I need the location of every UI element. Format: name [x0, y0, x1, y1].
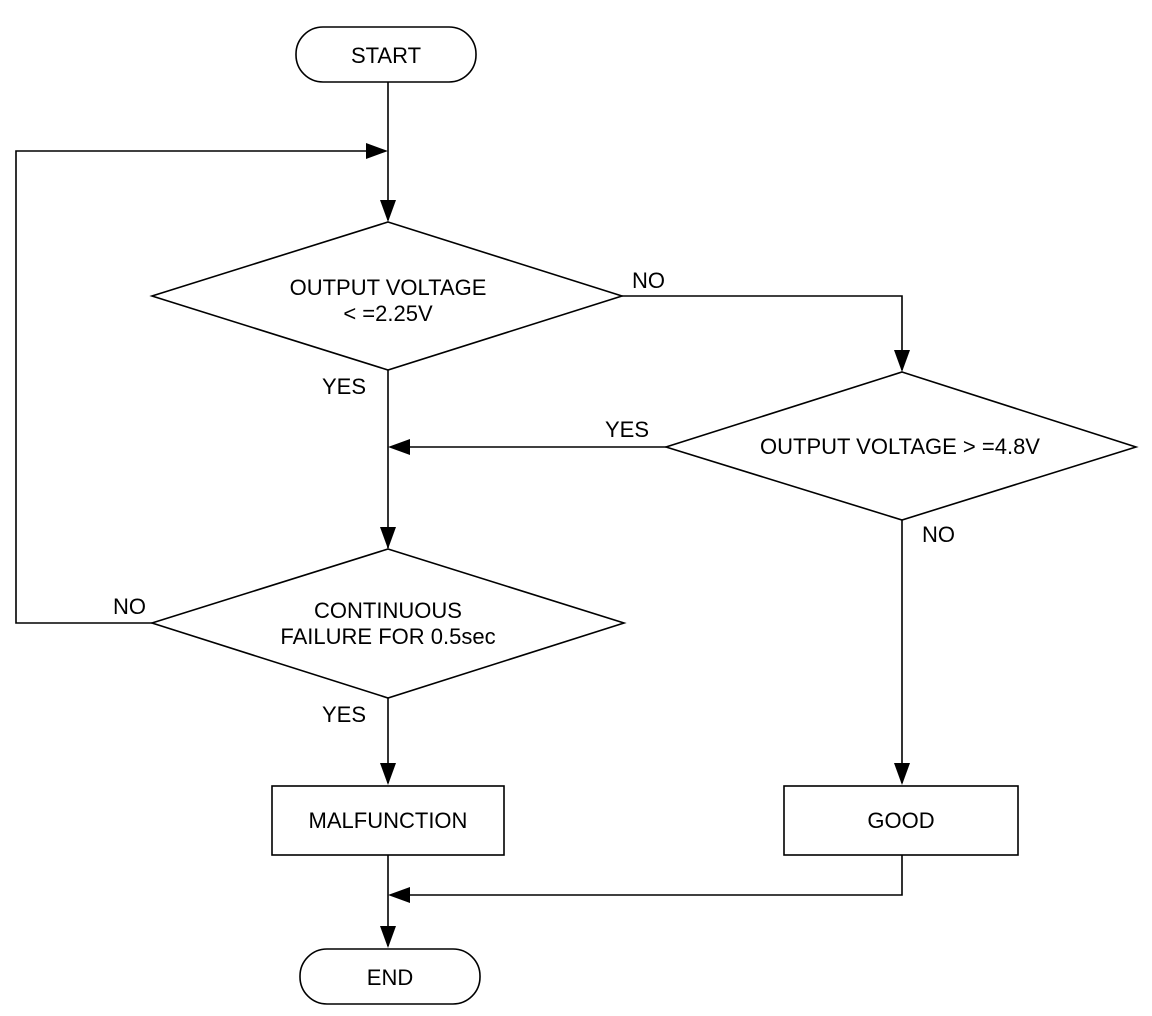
decision-continuous-label-line2: FAILURE FOR 0.5sec: [280, 624, 495, 649]
decision-low-yes-label: YES: [322, 374, 366, 399]
end-terminator: [299, 948, 481, 1005]
decision-continuous-diamond: [149, 548, 627, 699]
decision-high-diamond: [663, 371, 1139, 521]
arrowhead-good-join: [388, 887, 410, 903]
decision-low-no-label: NO: [632, 268, 665, 293]
malfunction-box: [271, 785, 505, 856]
arrowheads: [366, 143, 910, 948]
arrowhead-into-decision-high: [894, 350, 910, 372]
connectors: [15, 82, 903, 946]
end-label: END: [367, 965, 413, 990]
decision-low-label-line1: OUTPUT VOLTAGE: [290, 275, 487, 300]
arrowhead-into-end: [380, 926, 396, 948]
decision-high-yes-label: YES: [605, 417, 649, 442]
decision-low-node: OUTPUT VOLTAGE < =2.25V YES NO: [149, 221, 665, 399]
decision-low-label-line2: < =2.25V: [343, 301, 433, 326]
decision-high-no-label: NO: [922, 522, 955, 547]
good-box: [783, 785, 1019, 856]
arrowhead-loop-return: [366, 143, 388, 159]
decision-continuous-node: CONTINUOUS FAILURE FOR 0.5sec YES NO: [113, 548, 627, 727]
good-node: GOOD: [783, 785, 1019, 856]
arrowhead-into-decision-low: [380, 200, 396, 222]
decision-high-label: OUTPUT VOLTAGE > =4.8V: [760, 434, 1040, 459]
arrowhead-into-malfunction: [380, 763, 396, 785]
decision-high-node: OUTPUT VOLTAGE > =4.8V YES NO: [605, 371, 1139, 547]
start-label: START: [351, 43, 421, 68]
decision-low-diamond: [149, 221, 625, 371]
arrowhead-high-yes-join: [388, 439, 410, 455]
decision-continuous-no-label: NO: [113, 594, 146, 619]
good-label: GOOD: [867, 808, 934, 833]
start-terminator: [295, 26, 477, 83]
arrowhead-into-good: [894, 763, 910, 785]
decision-continuous-yes-label: YES: [322, 702, 366, 727]
connector-good-to-end: [395, 855, 903, 896]
arrowhead-into-decision-continuous: [380, 527, 396, 549]
end-node: END: [299, 948, 481, 1005]
connector-decision-continuous-no: [15, 150, 382, 624]
start-node: START: [295, 26, 477, 83]
malfunction-node: MALFUNCTION: [271, 785, 505, 856]
connector-decision-low-no: [622, 295, 903, 370]
decision-continuous-label-line1: CONTINUOUS: [314, 598, 462, 623]
malfunction-label: MALFUNCTION: [309, 808, 468, 833]
